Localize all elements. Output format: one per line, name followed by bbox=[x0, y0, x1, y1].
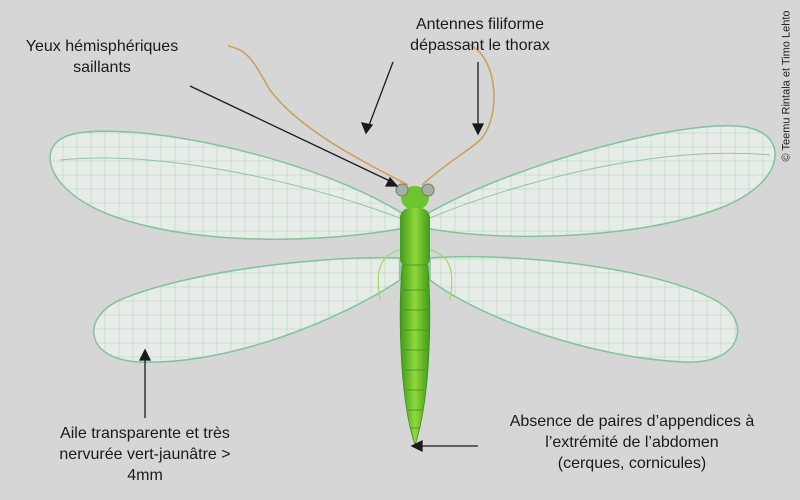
label-antennae-line-1: Antennes filiforme bbox=[415, 16, 545, 33]
label-antennae-line-2: dépassant le thorax bbox=[410, 37, 550, 54]
lacewing-body bbox=[377, 183, 453, 447]
label-eyes-line-1: Yeux hémisphériques bbox=[25, 38, 179, 55]
label-wing-line-1: Aile transparente et très bbox=[60, 425, 230, 442]
arrow-eyes bbox=[189, 85, 393, 183]
label-antennae: Antennes filiforme dépassant le thorax bbox=[360, 14, 600, 56]
label-abdomen-line-2: l’extrémité de l’abdomen bbox=[545, 434, 719, 451]
label-abdomen: Absence de paires d’appendices à l’extré… bbox=[482, 411, 782, 474]
wing-front-right bbox=[424, 125, 776, 238]
eye-right bbox=[421, 183, 435, 197]
antenna-right bbox=[421, 44, 495, 186]
label-wing-line-3: 4mm bbox=[127, 467, 163, 484]
wing-hind-right bbox=[429, 255, 739, 363]
antenna-left bbox=[227, 45, 409, 186]
arrows bbox=[138, 61, 485, 453]
label-abdomen-line-1: Absence de paires d’appendices à bbox=[509, 413, 755, 430]
label-wing-line-2: nervurée vert-jaunâtre > bbox=[59, 446, 231, 463]
label-eyes-line-2: saillants bbox=[73, 59, 131, 76]
wing-front-left bbox=[49, 130, 406, 240]
wing-hind-left bbox=[93, 256, 401, 363]
arrow-antenna-left bbox=[367, 61, 394, 129]
photo-credit: © Teemu Rintala et Timo Lehto bbox=[780, 10, 793, 162]
label-abdomen-line-3: (cerques, cornicules) bbox=[557, 455, 707, 472]
eye-left bbox=[395, 183, 409, 197]
label-eyes: Yeux hémisphériques saillants bbox=[2, 36, 202, 78]
label-wing: Aile transparente et très nervurée vert-… bbox=[30, 423, 260, 486]
